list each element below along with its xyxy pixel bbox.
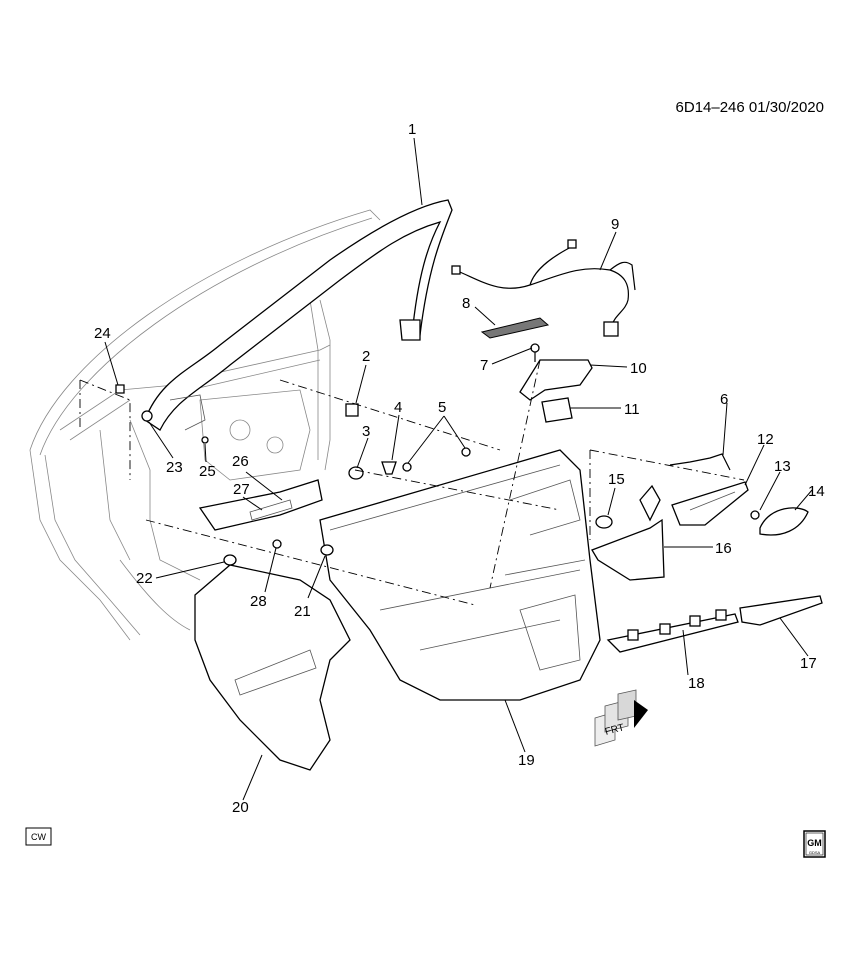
callout-20: 20 bbox=[232, 799, 249, 816]
diagram-code: 6D14–246 01/30/2020 bbox=[676, 99, 824, 116]
part-28-bolt bbox=[272, 539, 282, 549]
part-22-retainer bbox=[223, 554, 237, 566]
callout-15: 15 bbox=[608, 471, 625, 488]
callout-8: 8 bbox=[462, 295, 470, 312]
callout-13: 13 bbox=[774, 458, 791, 475]
part-10-switch-bezel bbox=[519, 359, 593, 401]
callout-3: 3 bbox=[362, 423, 370, 440]
part-21-retainer bbox=[320, 544, 334, 556]
callout-23: 23 bbox=[166, 459, 183, 476]
part-15-grommet bbox=[595, 515, 613, 529]
part-13-screw bbox=[750, 510, 760, 520]
part-24-bracket bbox=[115, 384, 125, 394]
callout-12: 12 bbox=[757, 431, 774, 448]
callout-18: 18 bbox=[688, 675, 705, 692]
part-17-lower-molding bbox=[739, 595, 823, 626]
part-18-lower-bracket bbox=[606, 609, 739, 653]
gm-logo-subtext: GDSA bbox=[809, 850, 821, 855]
callout-5: 5 bbox=[438, 399, 446, 416]
callout-6: 6 bbox=[720, 391, 728, 408]
callout-27: 27 bbox=[233, 481, 250, 498]
part-20-water-deflector bbox=[194, 564, 351, 771]
front-arrow-label: FRT bbox=[604, 722, 625, 738]
part-11-switch bbox=[541, 397, 573, 423]
part-8-trim-strip bbox=[480, 317, 550, 339]
callout-24: 24 bbox=[94, 325, 111, 342]
callout-25: 25 bbox=[199, 463, 216, 480]
part-4-push-pin bbox=[381, 461, 397, 475]
part-26-27-armrest-bracket bbox=[198, 479, 323, 531]
callout-7: 7 bbox=[480, 357, 488, 374]
part-12-inside-handle bbox=[671, 481, 749, 526]
part-3-retainer bbox=[348, 466, 364, 480]
callout-14: 14 bbox=[808, 483, 825, 500]
callout-19: 19 bbox=[518, 752, 535, 769]
leader-lines bbox=[104, 137, 813, 801]
assembly-lines bbox=[79, 359, 745, 606]
part-16-armrest-bracket bbox=[591, 484, 665, 581]
callout-21: 21 bbox=[294, 603, 311, 620]
part-19-door-trim-panel bbox=[319, 449, 601, 701]
gm-logo-text: GM bbox=[807, 838, 822, 848]
front-direction-arrow: FRT bbox=[594, 689, 648, 747]
cw-badge-text: CW bbox=[31, 832, 46, 842]
callout-28: 28 bbox=[250, 593, 267, 610]
gm-logo: GM GDSA bbox=[803, 830, 826, 858]
part-9-wiring-harness bbox=[451, 239, 636, 337]
part-25-clip bbox=[201, 436, 209, 444]
callout-1: 1 bbox=[408, 121, 416, 138]
callout-22: 22 bbox=[136, 570, 153, 587]
callout-16: 16 bbox=[715, 540, 732, 557]
vehicle-body-outline bbox=[29, 209, 381, 641]
part-6-handle-cable bbox=[669, 453, 731, 471]
callout-2: 2 bbox=[362, 348, 370, 365]
callout-4: 4 bbox=[394, 399, 402, 416]
callout-26: 26 bbox=[232, 453, 249, 470]
cw-badge: CW bbox=[25, 827, 52, 846]
callouts: 1 2 3 4 5 6 7 8 9 10 11 12 13 14 15 16 1… bbox=[94, 121, 825, 816]
part-5-fasteners bbox=[402, 447, 471, 472]
part-2-clip bbox=[345, 403, 359, 417]
callout-9: 9 bbox=[611, 216, 619, 233]
callout-17: 17 bbox=[800, 655, 817, 672]
part-7-screw bbox=[530, 343, 540, 362]
part-1-window-frame-molding bbox=[144, 199, 453, 431]
callout-10: 10 bbox=[630, 360, 647, 377]
part-23-clip bbox=[141, 410, 153, 422]
part-14-cover bbox=[759, 507, 809, 536]
callout-11: 11 bbox=[624, 401, 640, 418]
